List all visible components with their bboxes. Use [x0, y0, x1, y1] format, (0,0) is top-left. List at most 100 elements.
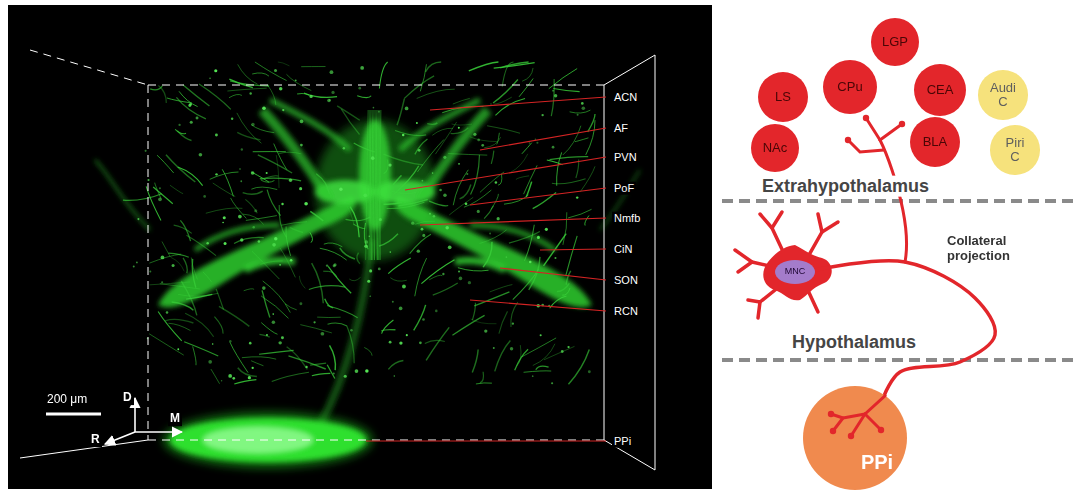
fiber-dot	[266, 334, 268, 336]
brain-region-circle: LGP	[871, 18, 919, 66]
fiber	[337, 106, 360, 120]
axis-label: R	[89, 433, 102, 447]
fiber	[252, 251, 279, 279]
fiber	[524, 371, 552, 372]
fiber	[251, 125, 274, 133]
fiber	[563, 126, 581, 155]
fiber	[323, 271, 337, 277]
fiber-dot	[429, 213, 431, 215]
fiber-dot	[274, 69, 277, 72]
fiber-dot	[228, 374, 232, 378]
fiber	[502, 62, 513, 87]
fiber	[214, 317, 223, 334]
fiber	[259, 350, 294, 354]
region-label: PoF	[612, 182, 636, 195]
fiber-dot	[510, 347, 513, 350]
fiber	[242, 357, 276, 359]
fiber	[279, 205, 286, 237]
axon-terminal	[830, 428, 836, 434]
fiber	[494, 97, 512, 104]
fiber-dot	[490, 103, 491, 104]
fiber	[480, 230, 507, 244]
fiber-dot	[199, 153, 203, 157]
region-label: Nmfb	[612, 212, 642, 225]
fiber	[261, 296, 288, 318]
fiber	[563, 212, 567, 245]
fiber	[261, 323, 277, 335]
fiber-dot	[272, 313, 274, 315]
fiber	[168, 253, 188, 257]
fiber-dot	[299, 187, 302, 190]
fiber-dot	[343, 147, 345, 149]
fiber	[175, 129, 186, 133]
fiber-dot	[369, 236, 371, 238]
fiber-dot	[552, 90, 554, 92]
fiber-dot	[238, 215, 242, 219]
fiber	[174, 225, 192, 233]
fiber	[453, 170, 468, 205]
fiber-dot	[529, 261, 532, 264]
fiber	[369, 110, 371, 260]
fiber	[274, 144, 287, 170]
fiber-dot	[493, 347, 495, 349]
fiber	[347, 326, 354, 363]
fiber	[448, 154, 487, 156]
fiber	[261, 176, 279, 180]
fiber-dot	[495, 181, 498, 184]
fiber	[328, 323, 348, 326]
fiber	[371, 110, 373, 260]
fiber-dot	[206, 242, 209, 245]
fiber	[165, 319, 193, 323]
fiber	[517, 345, 521, 366]
fiber-dot	[582, 106, 586, 110]
fiber-dot	[481, 144, 484, 147]
node-label: LS	[775, 90, 791, 104]
orientation-axes	[105, 398, 182, 444]
fiber-dot	[254, 209, 257, 212]
fiber	[278, 152, 301, 154]
fiber-dot	[416, 122, 418, 124]
fiber	[425, 62, 441, 72]
fiber-dot	[251, 123, 254, 126]
fiber-dot	[432, 172, 434, 174]
fiber-dot	[253, 226, 255, 228]
fiber	[566, 271, 571, 285]
fiber-dot	[512, 323, 514, 325]
fiber	[420, 64, 426, 91]
region-label: ACN	[612, 91, 639, 104]
fiber	[383, 154, 423, 165]
fiber-dot	[477, 139, 480, 142]
fiber	[493, 79, 518, 103]
fiber	[494, 63, 535, 69]
image-background	[8, 5, 712, 489]
fiber-dot	[300, 120, 304, 124]
fiber	[170, 185, 183, 193]
fiber	[310, 211, 323, 220]
fiber	[251, 361, 263, 366]
fiber-dot	[274, 237, 277, 240]
fiber-dot	[305, 366, 307, 368]
fiber-dot	[392, 301, 394, 303]
fiber	[433, 283, 458, 295]
fiber	[491, 151, 494, 164]
fiber-dot	[394, 375, 395, 376]
fiber	[568, 209, 591, 218]
fiber	[244, 289, 254, 291]
fiber-dot	[442, 273, 444, 275]
fiber	[325, 299, 333, 308]
annotation: Collateral projection	[945, 234, 1041, 264]
fiber-dot	[422, 180, 424, 182]
fiber-dot	[367, 280, 370, 283]
fiber	[390, 278, 406, 281]
fiber-dot	[203, 195, 206, 198]
neuron-soma	[763, 245, 831, 300]
fiber	[552, 179, 586, 184]
fiber	[317, 317, 341, 318]
fiber	[193, 346, 196, 365]
fiber	[568, 350, 589, 385]
fiber	[229, 79, 252, 88]
fiber-dot	[399, 307, 403, 311]
fiber-dot	[295, 79, 297, 81]
fiber	[425, 340, 445, 343]
cortex-region-circle: Audi C	[978, 70, 1027, 119]
